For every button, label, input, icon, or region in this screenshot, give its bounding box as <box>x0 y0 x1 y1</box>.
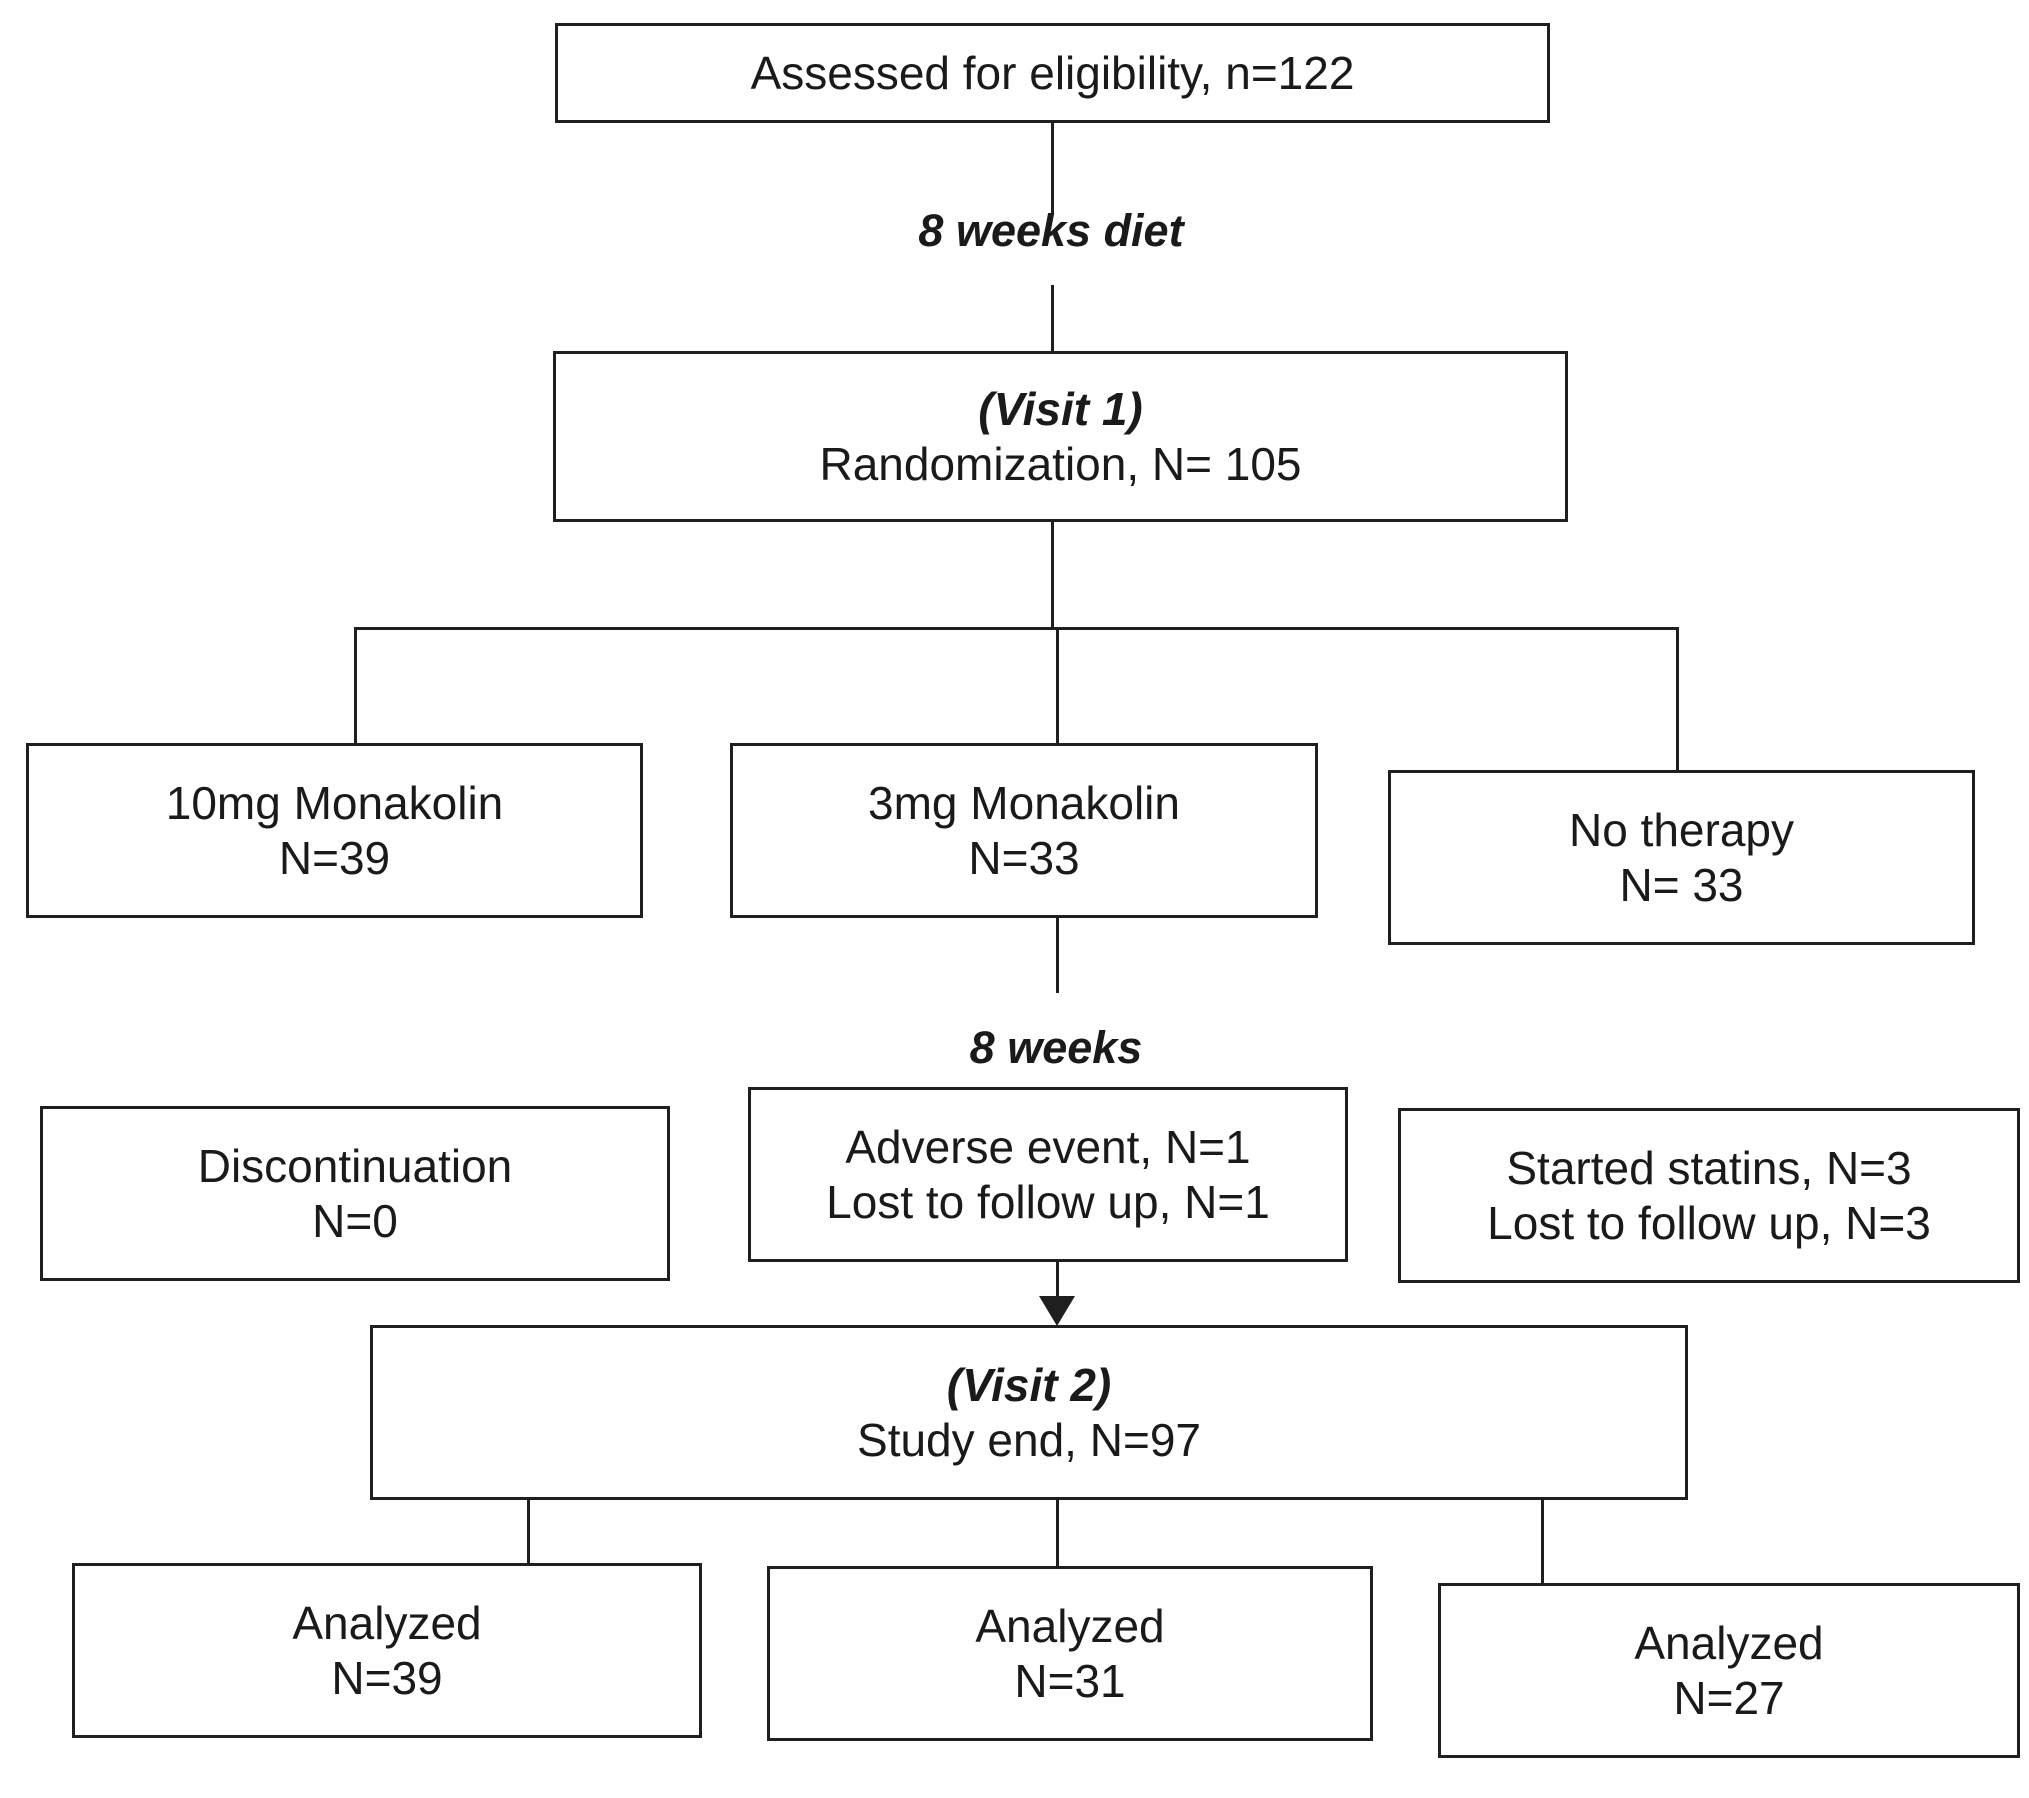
node-analyzed-3mg-line1: Analyzed <box>975 1600 1165 1653</box>
node-discontinuation-10mg: Discontinuation N=0 <box>40 1106 670 1281</box>
node-visit2-study-end: (Visit 2) Study end, N=97 <box>370 1325 1688 1500</box>
connector-treatment-period <box>1056 918 1059 993</box>
node-dropout-none-line2: Lost to follow up, N=3 <box>1487 1196 1931 1249</box>
node-arm-10mg-monakolin: 10mg Monakolin N=39 <box>26 743 643 918</box>
connector-visit1-stem <box>1051 522 1054 627</box>
node-visit2-line2: Study end, N=97 <box>857 1413 1201 1466</box>
connector-arm-10mg-drop <box>354 627 357 743</box>
node-dropout-3mg-line2: Lost to follow up, N=1 <box>826 1175 1270 1228</box>
node-analyzed-10mg-line1: Analyzed <box>292 1597 482 1650</box>
node-assessed-for-eligibility-line1: Assessed for eligibility, n=122 <box>750 46 1355 99</box>
node-dropout-none-line1: Started statins, N=3 <box>1506 1142 1912 1195</box>
node-arm-none-line1: No therapy <box>1568 804 1794 857</box>
edge-label-8-weeks: 8 weeks <box>969 1022 1143 1073</box>
connector-arm-none-drop <box>1676 627 1679 770</box>
arrowhead-to-visit2-icon <box>1039 1296 1075 1326</box>
connector-analyzed-none <box>1541 1500 1544 1583</box>
node-analyzed-no-therapy: Analyzed N=27 <box>1438 1583 2020 1758</box>
node-analyzed-none-line2: N=27 <box>1673 1671 1785 1724</box>
connector-eligibility-to-visit1-lower <box>1051 285 1054 351</box>
connector-eligibility-to-visit1-upper <box>1051 123 1054 213</box>
node-dropout-3mg: Adverse event, N=1 Lost to follow up, N=… <box>748 1087 1348 1262</box>
node-arm-no-therapy: No therapy N= 33 <box>1388 770 1975 945</box>
node-visit1-line2: Randomization, N= 105 <box>819 437 1302 490</box>
connector-analyzed-3mg <box>1056 1500 1059 1566</box>
node-arm-none-line2: N= 33 <box>1619 858 1744 911</box>
connector-to-visit2 <box>1056 1262 1059 1302</box>
node-analyzed-none-line1: Analyzed <box>1634 1617 1824 1670</box>
node-analyzed-3mg: Analyzed N=31 <box>767 1566 1373 1741</box>
edge-label-8-weeks-diet: 8 weeks diet <box>918 205 1184 256</box>
connector-arms-bus <box>354 627 1679 630</box>
node-arm-10mg-line2: N=39 <box>278 831 391 884</box>
connector-arm-3mg-drop <box>1056 627 1059 743</box>
node-arm-3mg-line1: 3mg Monakolin <box>868 777 1180 830</box>
node-analyzed-3mg-line2: N=31 <box>1014 1654 1126 1707</box>
node-dropout-no-therapy: Started statins, N=3 Lost to follow up, … <box>1398 1108 2020 1283</box>
node-arm-10mg-line1: 10mg Monakolin <box>165 777 504 830</box>
node-visit1-randomization: (Visit 1) Randomization, N= 105 <box>553 351 1568 522</box>
node-arm-3mg-monakolin: 3mg Monakolin N=33 <box>730 743 1318 918</box>
connector-analyzed-10mg <box>527 1500 530 1563</box>
node-visit1-line1: (Visit 1) <box>978 383 1143 436</box>
node-analyzed-10mg-line2: N=39 <box>331 1651 443 1704</box>
node-dropout-3mg-line1: Adverse event, N=1 <box>845 1121 1251 1174</box>
node-discontinuation-10mg-line1: Discontinuation <box>197 1140 513 1193</box>
node-visit2-line1: (Visit 2) <box>946 1359 1112 1412</box>
node-discontinuation-10mg-line2: N=0 <box>312 1194 398 1247</box>
node-arm-3mg-line2: N=33 <box>968 831 1080 884</box>
node-assessed-for-eligibility: Assessed for eligibility, n=122 <box>555 23 1550 123</box>
node-analyzed-10mg: Analyzed N=39 <box>72 1563 702 1738</box>
